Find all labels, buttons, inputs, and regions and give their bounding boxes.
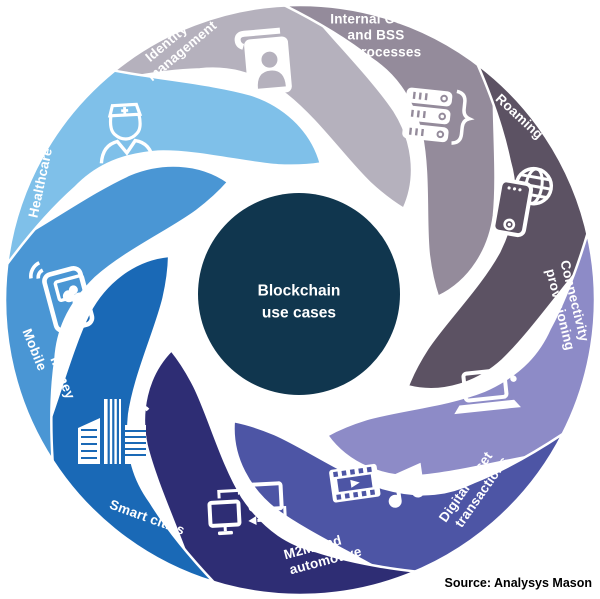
source-attribution: Source: Analysys Mason: [444, 576, 592, 590]
nurse-icon: [99, 102, 156, 164]
server-stack-icon: [402, 87, 475, 145]
label-line: processes: [352, 44, 422, 60]
phone-globe-icon: [491, 166, 554, 238]
center-title: Blockchain use cases: [258, 280, 341, 323]
address-book-icon: [234, 27, 292, 96]
city-wifi-icon: [78, 399, 150, 464]
connected-computers-icon: [207, 481, 287, 536]
film-music-icon: [329, 462, 425, 508]
segment-label-internal-oss-bss: Internal OSS and BSS processes: [323, 11, 422, 60]
center-circle: [198, 193, 400, 395]
center-title-line: Blockchain: [257, 282, 341, 300]
label-line: and BSS: [347, 27, 405, 43]
center-title-line: use cases: [261, 304, 337, 321]
mobile-payment-icon: [29, 261, 95, 334]
laptop-wifi-icon: [454, 358, 523, 415]
label-line: Internal OSS: [330, 11, 414, 27]
